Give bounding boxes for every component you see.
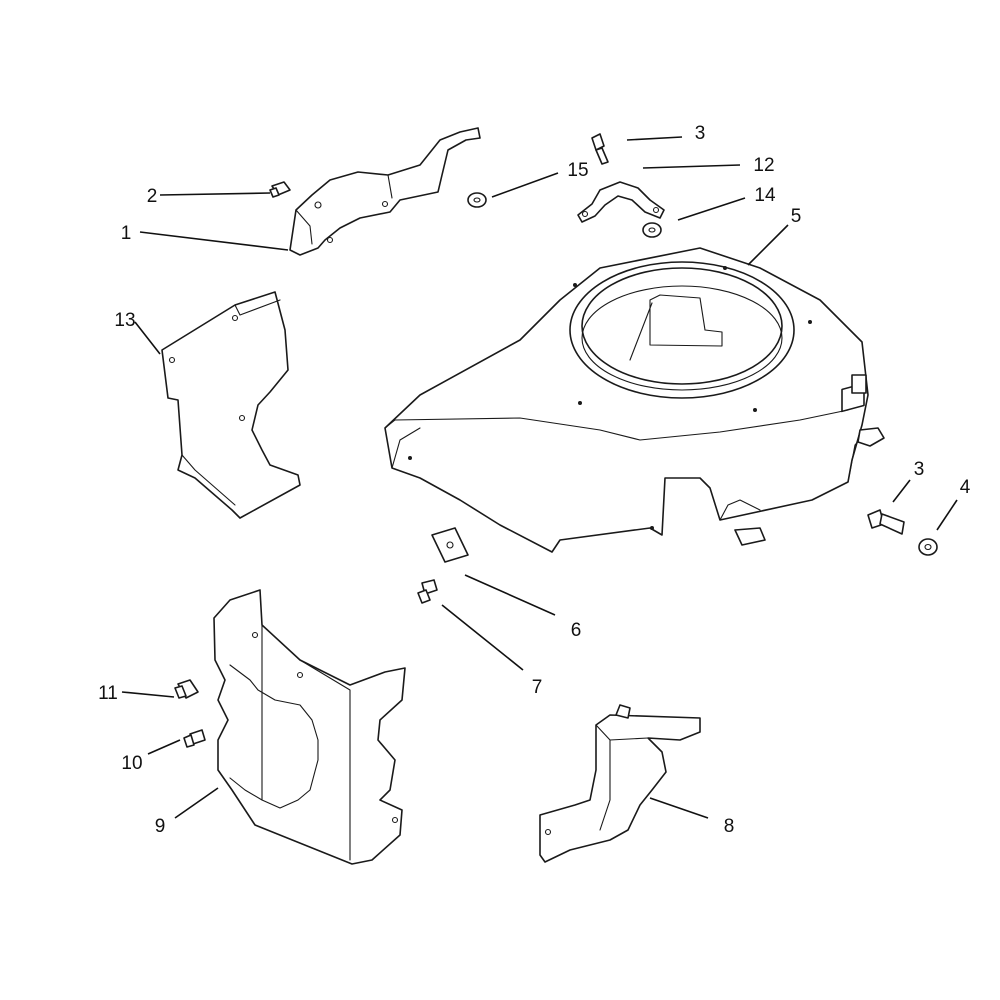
leader-5 [747,224,789,266]
part-lower-shield-9 [213,589,406,865]
leader-7 [441,604,524,671]
part-clamp-12 [577,181,665,223]
callout-6: 6 [571,620,582,641]
callout-10: 10 [121,753,142,774]
leader-10 [147,739,181,755]
leader-14 [677,197,746,221]
part-top-bracket [289,127,481,256]
leader-4 [936,499,958,531]
part-screw-2 [269,181,291,198]
callout-labels: 1 2 3 3 4 5 6 7 8 9 10 11 12 13 14 15 [98,123,971,837]
part-washer-15-hole [473,197,481,203]
callout-4: 4 [960,477,971,498]
callout-2: 2 [147,186,158,207]
leader-13 [134,321,161,355]
part-bolt-3-right [867,509,905,535]
callout-1: 1 [121,223,132,244]
leader-15 [491,172,559,198]
part-screw-7 [417,579,438,604]
leader-12 [642,164,741,169]
part-washer-4-hole [924,543,932,551]
callout-8: 8 [724,816,735,837]
leader-2 [159,192,271,196]
part-bracket-8 [539,704,701,863]
leader-3-right [892,479,911,503]
part-clip-6 [431,527,469,563]
callout-3-top: 3 [695,123,706,144]
callout-13: 13 [114,310,135,331]
leader-6 [464,574,556,616]
part-blower-housing [384,247,885,553]
part-washer-14-hole [648,227,656,233]
part-side-shield-13 [161,291,301,519]
callout-11: 11 [98,683,118,704]
leader-lines [121,136,958,819]
leader-8 [649,797,709,819]
callout-12: 12 [753,155,774,176]
callout-7: 7 [532,677,543,698]
leader-3-top [626,136,683,141]
callout-15: 15 [567,160,588,181]
part-screw-11 [174,679,199,699]
callout-3-right: 3 [914,459,925,480]
part-screw-3-top [591,133,609,165]
callout-14: 14 [754,185,776,206]
callout-9: 9 [155,816,166,837]
leader-11 [121,691,175,698]
leader-1 [139,231,289,251]
callout-5: 5 [791,206,802,227]
part-screw-10 [183,729,206,748]
leader-9 [174,787,219,819]
